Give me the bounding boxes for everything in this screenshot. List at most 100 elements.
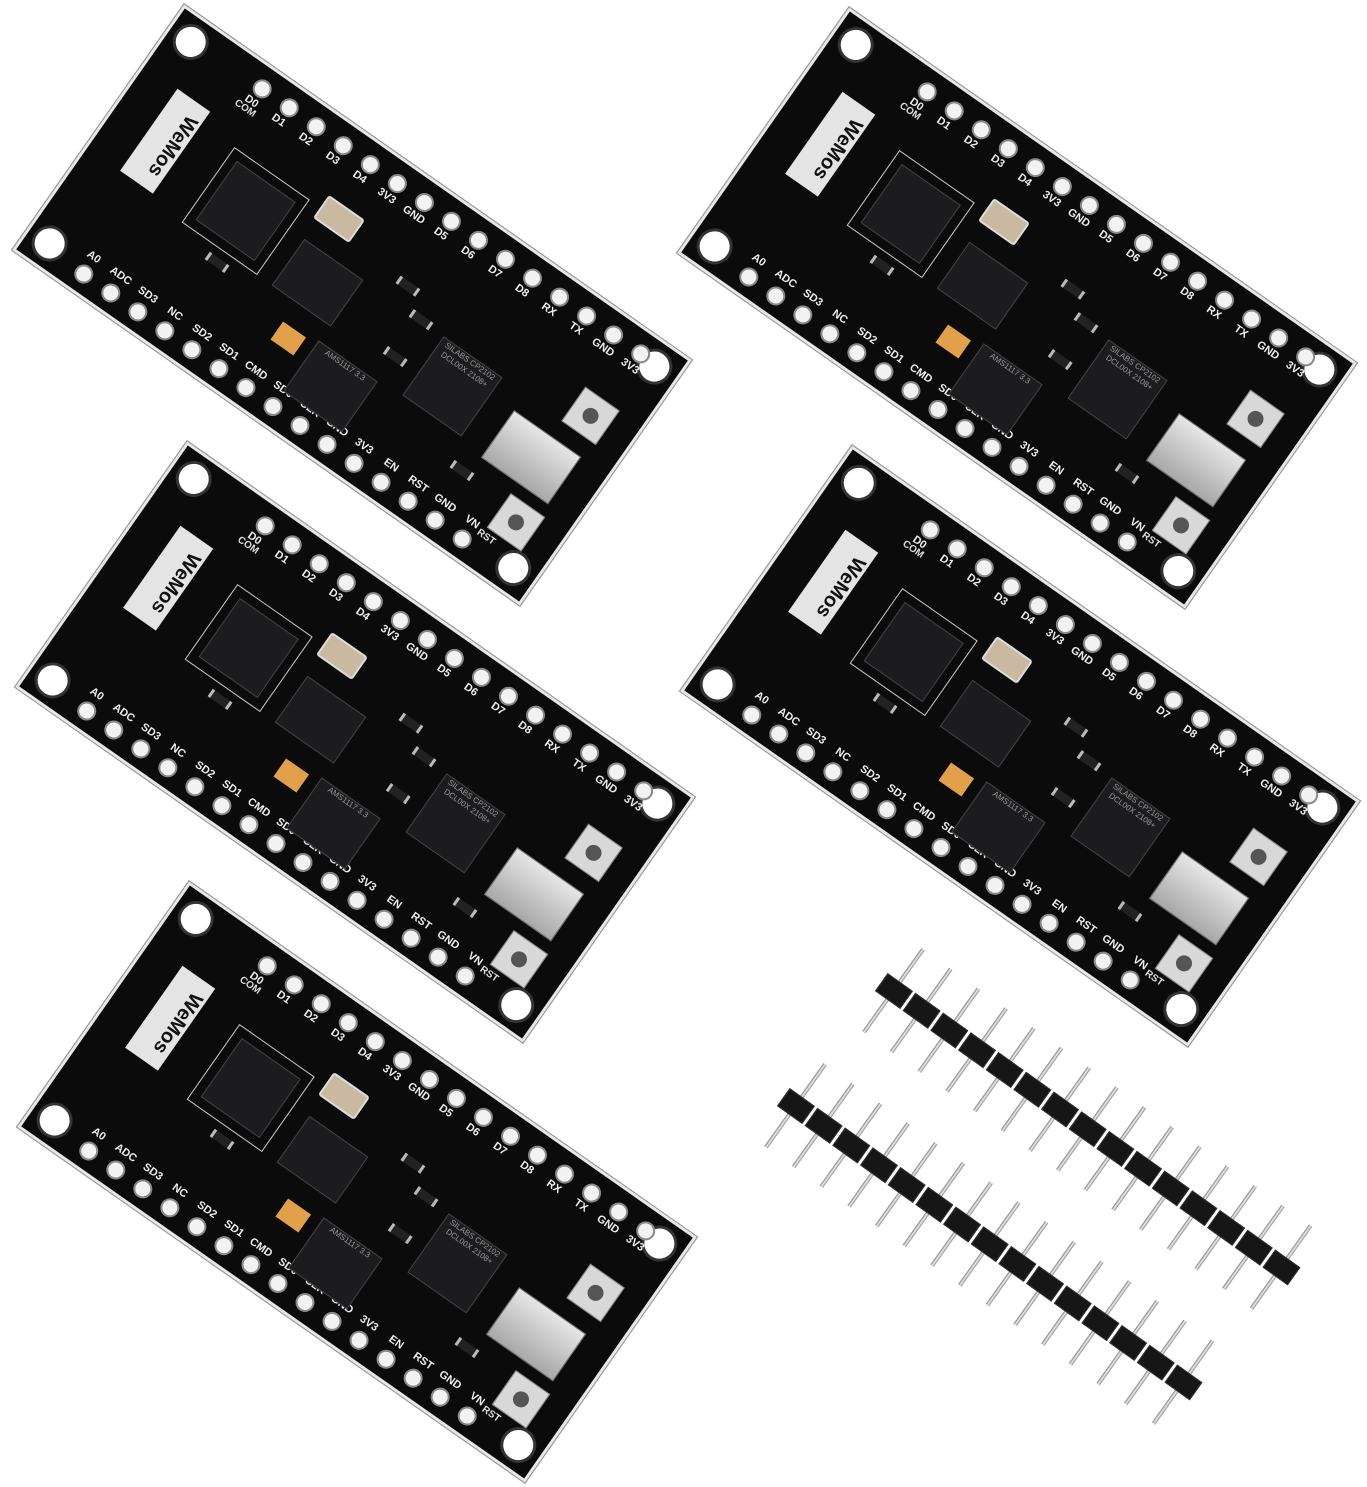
tantalum-capacitor <box>275 1198 312 1233</box>
pin-pad <box>129 1175 157 1203</box>
resistor <box>872 692 898 714</box>
pin-pad <box>816 320 844 348</box>
pin-pad <box>897 377 925 404</box>
resistor <box>1060 278 1086 300</box>
resistor <box>204 251 230 273</box>
resistor <box>1050 787 1076 809</box>
esp8266-chip <box>863 601 964 703</box>
cp2102-chip: SILABS CP2102 DCL00X 2108+ <box>1067 339 1168 440</box>
pin-pad <box>843 339 871 366</box>
pin-pad <box>399 1364 427 1392</box>
logo-text: WeMos <box>146 548 205 619</box>
rst-button <box>1154 934 1214 993</box>
tantalum-capacitor <box>938 762 975 797</box>
mounting-hole <box>488 543 539 594</box>
mounting-hole <box>27 655 78 706</box>
pin-pad <box>237 1251 265 1278</box>
resistor <box>387 1223 413 1245</box>
pin-pad <box>73 697 100 725</box>
esp8266-chip <box>200 1037 301 1139</box>
flash-chip <box>276 1115 369 1204</box>
mounting-hole <box>165 16 216 67</box>
resistor <box>413 1186 439 1208</box>
resistor <box>449 459 475 482</box>
wemos-logo: WeMos <box>120 88 211 194</box>
regulator-label: AMS1117 3.3 <box>991 789 1036 824</box>
crystal <box>315 631 369 681</box>
pin-pad <box>819 758 847 786</box>
pin-pad <box>264 1270 292 1297</box>
crystal <box>317 1071 371 1121</box>
pin-pad <box>205 355 233 382</box>
pin-pad <box>75 1137 102 1165</box>
pin-header <box>764 1063 1215 1425</box>
pin-pad <box>1032 472 1060 499</box>
pin-pad <box>846 777 874 804</box>
pin-pad <box>156 1194 184 1222</box>
pin-pad <box>102 1156 130 1184</box>
resistor <box>400 1152 426 1174</box>
wemos-logo: WeMos <box>123 525 214 631</box>
pin-pad <box>1089 947 1117 975</box>
pin-pad <box>210 1232 238 1259</box>
pin-pad <box>154 754 182 782</box>
pin-pad <box>262 830 290 857</box>
pin-pad <box>343 887 371 914</box>
pin-pad <box>397 924 425 952</box>
resistor <box>454 1336 480 1359</box>
pin-pad <box>370 906 398 933</box>
pin-pad <box>313 431 341 458</box>
resistor <box>1117 900 1143 923</box>
pin-pad <box>318 1308 346 1335</box>
pin-pad <box>232 374 260 401</box>
pin-pad <box>367 469 395 496</box>
flash-chip <box>274 675 367 764</box>
pin-pad <box>870 358 898 385</box>
pin-pad <box>451 962 479 990</box>
pin-pad <box>978 434 1006 461</box>
pin-pad <box>426 1383 454 1411</box>
regulator-label: AMS1117 3.3 <box>323 348 368 383</box>
tantalum-capacitor <box>270 321 307 356</box>
pin-pad <box>1062 928 1090 956</box>
rst-button <box>489 930 549 989</box>
regulator-label: AMS1117 3.3 <box>326 785 371 820</box>
pin-pad <box>924 396 952 423</box>
cp2102-label: SILABS CP2102 DCL00X 2108+ <box>1104 343 1162 393</box>
pin-header <box>862 948 1313 1310</box>
mounting-hole <box>689 221 740 272</box>
pin-pad <box>372 1346 400 1373</box>
pin-pad <box>954 853 982 880</box>
regulator-label: AMS1117 3.3 <box>988 351 1033 386</box>
pin-pad <box>789 301 817 329</box>
pin-pad <box>448 525 476 553</box>
resistor <box>398 712 424 734</box>
flash-button <box>1229 827 1288 887</box>
flash-chip <box>939 679 1032 768</box>
pin-pad <box>291 1289 319 1316</box>
flash-button <box>564 823 623 883</box>
pin-pad <box>345 1327 373 1354</box>
pin-pad <box>259 393 287 420</box>
mounting-hole <box>692 659 743 710</box>
cp2102-label: SILABS CP2102 DCL00X 2108+ <box>439 340 497 390</box>
pin-pad <box>421 506 449 534</box>
logo-text: WeMos <box>811 552 870 623</box>
mounting-hole <box>491 980 542 1031</box>
resistor <box>1073 312 1099 334</box>
resistor <box>207 688 233 710</box>
pin-pad <box>151 317 179 345</box>
flash-button <box>561 386 620 446</box>
pin-pad <box>1086 509 1114 537</box>
pin-pad <box>340 450 368 477</box>
pin-pad <box>951 415 979 442</box>
resistor <box>408 309 434 331</box>
pin-pad <box>394 487 422 515</box>
pin-pad <box>762 282 790 310</box>
mounting-hole <box>29 1095 80 1146</box>
pin-pad <box>738 701 765 729</box>
pin-pad <box>181 773 209 800</box>
esp8266-chip <box>195 160 296 262</box>
